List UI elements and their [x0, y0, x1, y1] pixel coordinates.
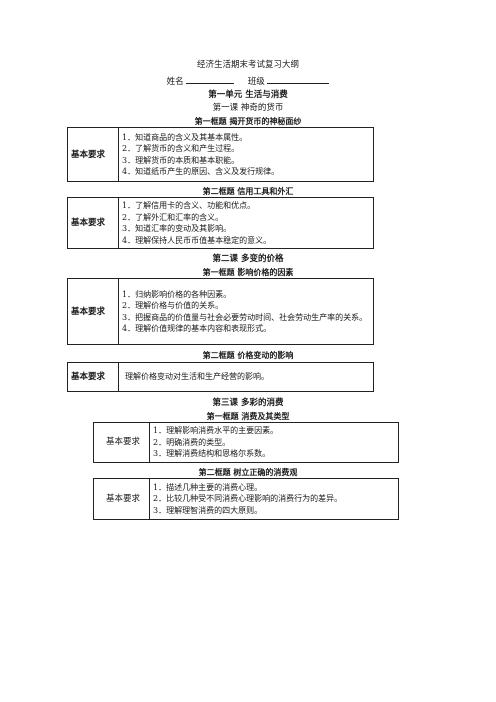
- lesson-title: 第二课 多变的价格: [212, 254, 284, 264]
- requirements-items: 1．描述几种主要的消费心理。 2．比较几种受不同消费心理影响的消费行为的差异。 …: [149, 478, 399, 520]
- requirement-item: 3．把握商品的价值量与社会必要劳动时间、社会劳动生产率的关系。: [122, 312, 368, 322]
- requirement-item: 1．归纳影响价格的各种因素。: [122, 289, 232, 299]
- requirements-table: 基本要求 1．归纳影响价格的各种因素。 2．理解价格与价值的关系。 3．把握商品…: [67, 278, 374, 345]
- requirements-table: 基本要求 1．理解影响消费水平的主要因素。 2．明确消费的类型。 3．理解消费结…: [93, 422, 399, 463]
- frame-title: 第二框题 信用工具和外汇: [202, 186, 294, 196]
- requirements-label: 基本要求: [67, 278, 119, 345]
- frame-title: 第一框题 影响价格的因素: [202, 267, 294, 277]
- requirement-item: 2．了解货币的含义和产生过程。: [122, 144, 240, 153]
- lesson-title: 第三课 多彩的消费: [212, 398, 284, 408]
- requirement-item: 4．理解保持人民币币值基本稳定的意义。: [122, 235, 272, 245]
- requirements-items: 理解价格变动对生活和生产经营的影响。: [118, 362, 374, 392]
- name-class-line: 姓名 班级: [0, 74, 496, 87]
- unit-title: 第一单元 生活与消费: [208, 90, 288, 100]
- requirement-item: 3．理解消费结构和恩格尔系数。: [153, 449, 271, 458]
- requirement-item: 4．知道纸币产生的原因、含义及发行规律。: [122, 167, 280, 176]
- requirements-label: 基本要求: [67, 197, 119, 249]
- requirements-items: 1．归纳影响价格的各种因素。 2．理解价格与价值的关系。 3．把握商品的价值量与…: [118, 278, 374, 345]
- frame-title: 第一框题 消费及其类型: [206, 411, 290, 421]
- requirements-items: 1．知道商品的含义及其基本属性。 2．了解货币的含义和产生过程。 3．理解货币的…: [118, 127, 374, 182]
- class-blank: [267, 74, 330, 84]
- requirement-item: 理解价格变动对生活和生产经营的影响。: [125, 372, 269, 382]
- class-label: 班级: [247, 77, 265, 87]
- requirement-item: 2．理解价格与价值的关系。: [122, 301, 224, 310]
- requirements-table: 基本要求 1．知道商品的含义及其基本属性。 2．了解货币的含义和产生过程。 3．…: [67, 127, 374, 182]
- requirement-item: 2．明确消费的类型。: [153, 437, 231, 447]
- frame-title: 第一框题 揭开货币的神秘面纱: [194, 116, 302, 126]
- requirement-item: 1．知道商品的含义及其基本属性。: [122, 132, 248, 142]
- document-title: 经济生活期末考试复习大纲: [196, 60, 299, 70]
- requirement-item: 2．了解外汇和汇率的含义。: [122, 212, 224, 222]
- frame-title: 第二框题 树立正确的消费观: [198, 467, 298, 477]
- requirement-item: 4．理解价值规律的基本内容和表现形式。: [122, 324, 272, 333]
- name-blank: [186, 74, 235, 84]
- requirement-item: 1．理解影响消费水平的主要因素。: [153, 426, 279, 435]
- requirements-items: 1．了解信用卡的含义、功能和优点。 2．了解外汇和汇率的含义。 3．知道汇率的变…: [118, 197, 374, 249]
- requirements-items: 1．理解影响消费水平的主要因素。 2．明确消费的类型。 3．理解消费结构和恩格尔…: [149, 422, 399, 463]
- requirements-table: 基本要求 1．了解信用卡的含义、功能和优点。 2．了解外汇和汇率的含义。 3．知…: [67, 197, 374, 249]
- requirements-table: 基本要求 1．描述几种主要的消费心理。 2．比较几种受不同消费心理影响的消费行为…: [93, 478, 399, 520]
- requirements-label: 基本要求: [93, 422, 150, 463]
- requirement-item: 1．了解信用卡的含义、功能和优点。: [122, 201, 256, 210]
- requirement-item: 2．比较几种受不同消费心理影响的消费行为的差异。: [153, 494, 343, 504]
- name-label: 姓名: [166, 77, 184, 87]
- lesson-title: 第一课 神奇的货币: [212, 103, 284, 113]
- requirement-item: 3．知道汇率的变动及其影响。: [122, 224, 232, 233]
- requirements-label: 基本要求: [67, 362, 119, 392]
- requirements-label: 基本要求: [93, 478, 150, 520]
- requirement-item: 1．描述几种主要的消费心理。: [153, 482, 263, 492]
- requirement-item: 3．理解理智消费的四大原则。: [153, 505, 263, 515]
- requirements-label: 基本要求: [67, 127, 119, 182]
- frame-title: 第二框题 价格变动的影响: [202, 350, 294, 360]
- requirement-item: 3．理解货币的本质和基本职能。: [122, 155, 240, 165]
- requirements-table: 基本要求 理解价格变动对生活和生产经营的影响。: [67, 362, 374, 392]
